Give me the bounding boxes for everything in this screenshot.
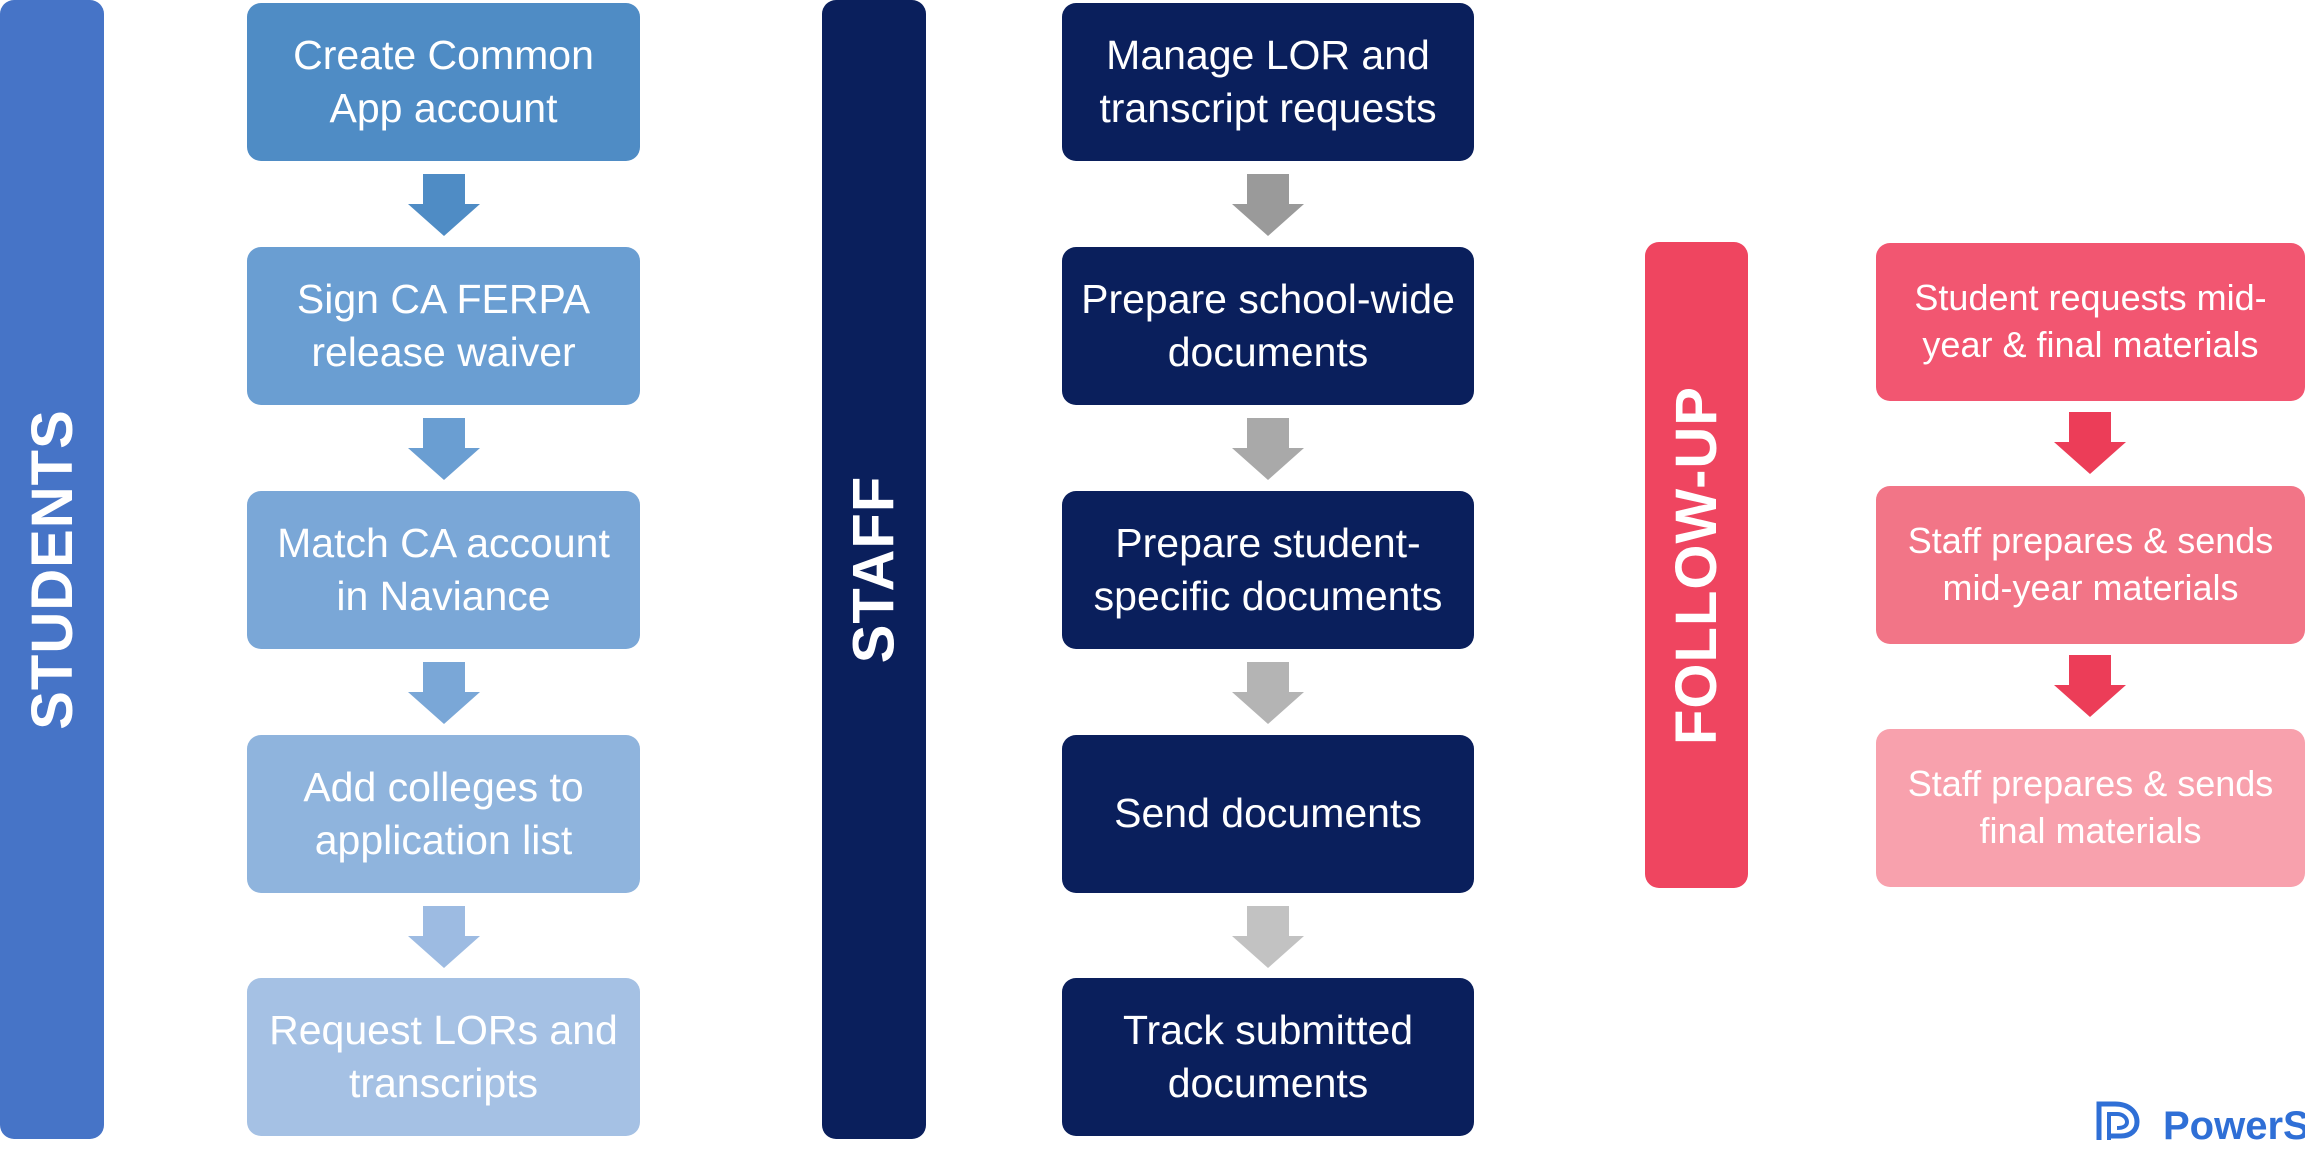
staff-step-4: Send documents [1062, 735, 1474, 893]
students-step-1: Create Common App account [247, 3, 640, 161]
followup-step-1-text: Student requests mid-year & final materi… [1914, 277, 2267, 365]
down-arrow-icon [408, 418, 480, 480]
staff-step-3-text: Prepare student-specific documents [1093, 519, 1443, 619]
students-label: STUDENTS [19, 409, 85, 730]
students-step-3-text: Match CA account in Naviance [277, 519, 610, 619]
students-step-3: Match CA account in Naviance [247, 491, 640, 649]
down-arrow-icon [1232, 662, 1304, 724]
down-arrow-icon [408, 174, 480, 236]
followup-step-2: Staff prepares & sends mid-year material… [1876, 486, 2305, 644]
down-arrow-icon [2054, 655, 2126, 717]
staff-step-4-text: Send documents [1114, 790, 1422, 837]
students-arrow-2 [408, 418, 480, 480]
staff-step-5: Track submitted documents [1062, 978, 1474, 1136]
followup-step-3-text: Staff prepares & sends final materials [1907, 763, 2274, 851]
students-arrow-1 [408, 174, 480, 236]
staff-step-1: Manage LOR and transcript requests [1062, 3, 1474, 161]
down-arrow-icon [408, 906, 480, 968]
logo-text: PowerS [2163, 1104, 2305, 1148]
staff-step-2-text: Prepare school-wide documents [1081, 275, 1455, 375]
powerschool-logo: PowerS [2095, 1100, 2305, 1160]
down-arrow-icon [408, 662, 480, 724]
students-step-5: Request LORs and transcripts [247, 978, 640, 1136]
students-step-2: Sign CA FERPA release waiver [247, 247, 640, 405]
followup-step-2-text: Staff prepares & sends mid-year material… [1907, 520, 2274, 608]
followup-arrow-1 [2054, 412, 2126, 474]
down-arrow-icon [2054, 412, 2126, 474]
staff-step-3: Prepare student-specific documents [1062, 491, 1474, 649]
followup-step-3: Staff prepares & sends final materials [1876, 729, 2305, 887]
down-arrow-icon [1232, 174, 1304, 236]
students-step-5-text: Request LORs and transcripts [269, 1006, 618, 1106]
students-bar: STUDENTS [0, 0, 104, 1139]
followup-bar: FOLLOW-UP [1645, 242, 1748, 888]
staff-step-1-text: Manage LOR and transcript requests [1099, 31, 1437, 131]
staff-arrow-4 [1232, 906, 1304, 968]
staff-step-2: Prepare school-wide documents [1062, 247, 1474, 405]
staff-label: STAFF [841, 475, 907, 664]
staff-arrow-3 [1232, 662, 1304, 724]
students-step-4-text: Add colleges to application list [303, 763, 584, 863]
students-step-2-text: Sign CA FERPA release waiver [296, 275, 591, 375]
logo-mark-icon [2096, 1101, 2140, 1140]
students-arrow-3 [408, 662, 480, 724]
students-arrow-4 [408, 906, 480, 968]
staff-step-5-text: Track submitted documents [1122, 1006, 1414, 1106]
students-step-1-text: Create Common App account [293, 31, 594, 131]
down-arrow-icon [1232, 418, 1304, 480]
followup-step-1: Student requests mid-year & final materi… [1876, 243, 2305, 401]
staff-bar: STAFF [822, 0, 926, 1139]
followup-label: FOLLOW-UP [1664, 385, 1730, 745]
staff-arrow-1 [1232, 174, 1304, 236]
down-arrow-icon [1232, 906, 1304, 968]
staff-arrow-2 [1232, 418, 1304, 480]
followup-arrow-2 [2054, 655, 2126, 717]
students-step-4: Add colleges to application list [247, 735, 640, 893]
